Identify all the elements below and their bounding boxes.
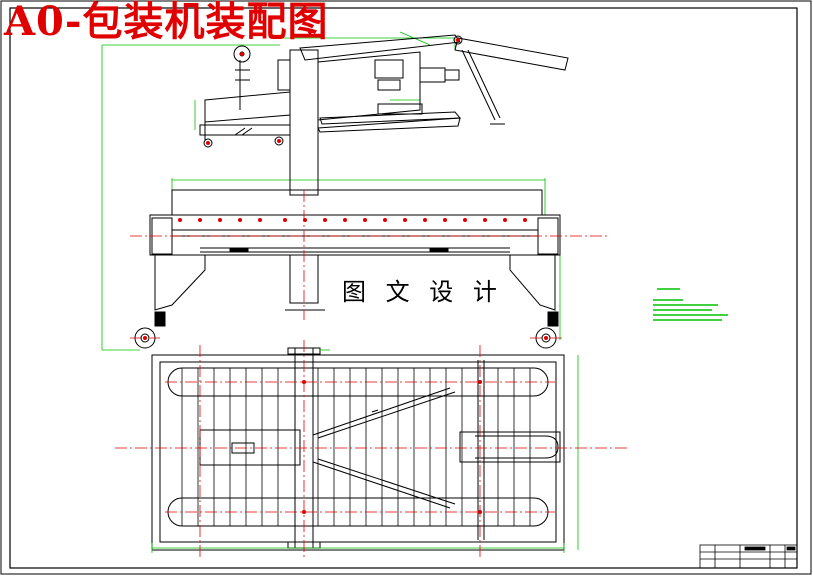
plan-red-marks xyxy=(143,336,548,514)
elevation-dimensions xyxy=(101,31,561,351)
main-frame xyxy=(134,189,561,349)
plan-dimensions xyxy=(151,349,579,553)
watermark-text: 图 文 设 计 xyxy=(338,270,507,309)
technical-notes xyxy=(653,288,728,321)
upper-mechanism xyxy=(199,34,569,196)
plan-centerlines xyxy=(115,340,630,560)
inner-border xyxy=(9,7,798,569)
frame-rivets xyxy=(178,218,527,222)
title-block xyxy=(699,544,798,569)
upper-red-marks xyxy=(206,30,460,145)
plan-frame xyxy=(151,347,565,551)
elevation-centerlines xyxy=(130,190,610,339)
drawing-title: A0-包装机装配图 xyxy=(4,0,329,45)
